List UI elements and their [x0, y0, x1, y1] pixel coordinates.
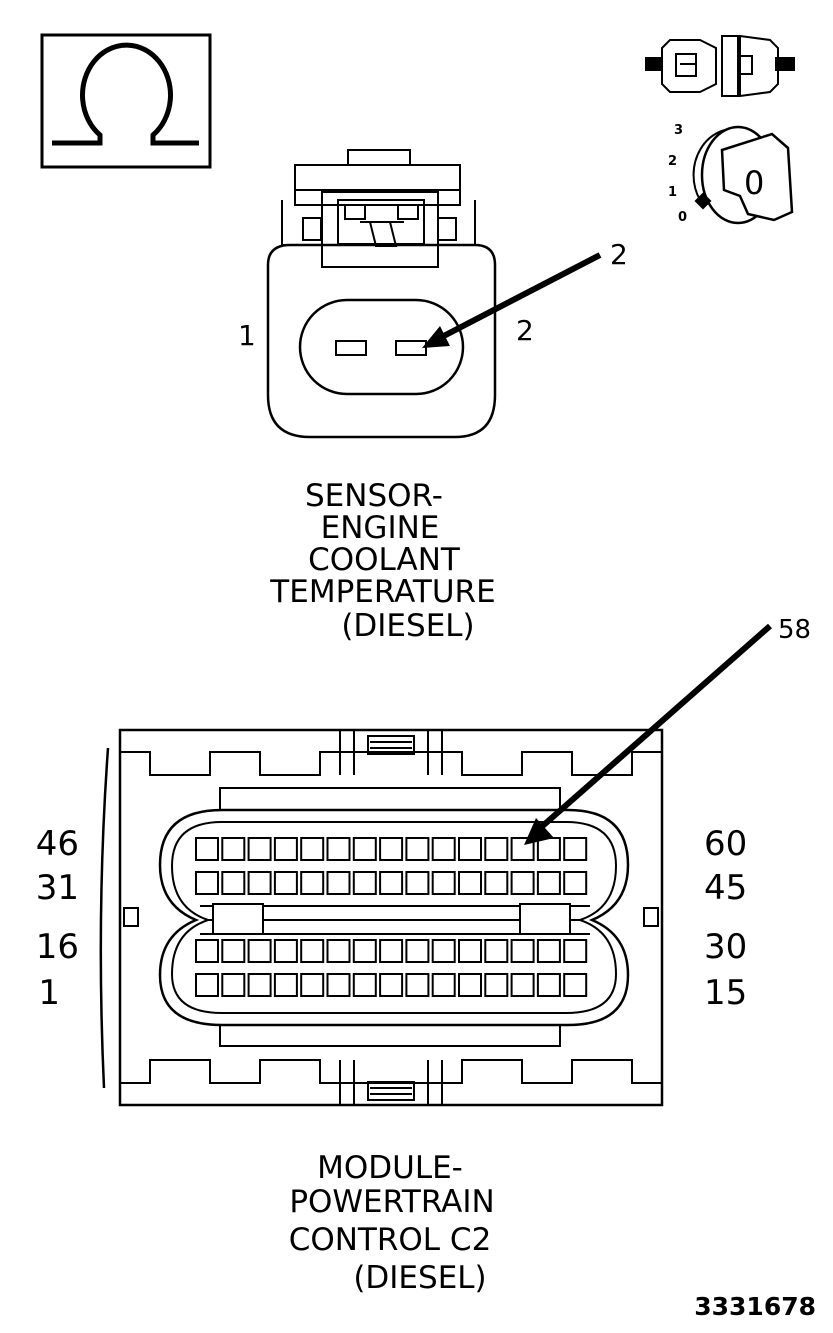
pcm-pin-cavity: [273, 973, 298, 997]
pcm-pin-cavity: [195, 871, 219, 895]
pcm-pin-cavity: [405, 871, 430, 895]
pcm-pin-cavity: [221, 973, 246, 997]
sensor-pin-2-label: 2: [516, 314, 534, 347]
pcm-pin-cavity: [273, 871, 298, 895]
pcm-pin-cavity: [352, 837, 377, 861]
pcm-pin-cavity: [221, 939, 246, 963]
pcm-pin-cavity: [273, 939, 298, 963]
pcm-pin-cavity: [352, 939, 377, 963]
pcm-caption-line-1: MODULE-: [317, 1150, 463, 1186]
pcm-caption-line-3: CONTROL C2: [289, 1222, 492, 1258]
pcm-pin-cavity: [405, 837, 430, 861]
pcm-pin-cavity: [510, 939, 535, 963]
pcm-pin-cavity: [484, 939, 509, 963]
pcm-pin-cavity: [379, 973, 404, 997]
key-position-3: 3: [674, 123, 683, 138]
pcm-pin-cavity: [326, 939, 351, 963]
pcm-pin-cavity: [379, 939, 404, 963]
pcm-row-label-left-46: 46: [36, 824, 79, 864]
pcm-pin-cavity: [563, 939, 588, 963]
sensor-connector: [266, 149, 497, 439]
pcm-pin-cavity: [195, 837, 219, 861]
pcm-pin-cavity: [352, 973, 377, 997]
pcm-pin-cavity: [484, 973, 509, 997]
pcm-pin-cavity: [300, 837, 325, 861]
pcm-pin-cavity: [247, 871, 272, 895]
pcm-pin-cavity: [273, 837, 298, 861]
pcm-pin-cavity: [484, 837, 509, 861]
figure-number: 3331678: [694, 1292, 816, 1321]
pcm-pin-cavity: [352, 871, 377, 895]
pcm-callout-arrowhead: [524, 818, 554, 845]
pcm-caption-line-4: (DIESEL): [353, 1260, 486, 1296]
pcm-pin-cavity: [221, 871, 246, 895]
pcm-pin-cavity: [458, 973, 482, 997]
pcm-pin-cavity: [247, 939, 272, 963]
key-label: 0: [744, 164, 764, 202]
sensor-callout-arrow: [434, 252, 602, 343]
pcm-pin-cavity: [300, 973, 325, 997]
pcm-pin-cavity: [563, 837, 588, 861]
pcm-callout-label: 58: [778, 615, 811, 645]
pcm-pin-cavity: [326, 837, 351, 861]
pcm-pin-cavity: [221, 837, 246, 861]
pcm-pin-cavity: [195, 939, 219, 963]
ohmmeter-icon: [40, 33, 212, 169]
pcm-pin-cavity: [536, 973, 561, 997]
pcm-pin-cavity: [300, 939, 325, 963]
key-position-1: 1: [668, 185, 677, 200]
key-position-0: 0: [678, 210, 687, 225]
pcm-pin-cavity: [510, 871, 535, 895]
sensor-pin-1-label: 1: [238, 319, 256, 352]
sensor-callout-label: 2: [610, 238, 628, 271]
pcm-pin-cavity: [326, 973, 351, 997]
pcm-callout-arrow: [536, 623, 772, 833]
pcm-pin-cavity: [431, 871, 456, 895]
ignition-key-icon: 3 2 1 0 0: [668, 123, 794, 225]
pcm-row-label-right-60: 60: [704, 824, 747, 864]
pcm-pin-cavity: [247, 837, 272, 861]
sensor-caption-line-2: ENGINE: [321, 510, 440, 546]
pcm-row-label-right-15: 15: [704, 973, 747, 1013]
pcm-pin-cavity: [247, 973, 272, 997]
sensor-caption-line-5: (DIESEL): [341, 608, 474, 644]
pcm-pin-cavity: [300, 871, 325, 895]
pcm-pin-cavity: [379, 837, 404, 861]
pcm-pin-cavity: [563, 871, 588, 895]
pcm-pin-grid: [195, 837, 588, 997]
pcm-row-label-left-1: 1: [38, 973, 60, 1013]
sensor-callout-arrowhead: [422, 326, 450, 348]
pcm-pin-cavity: [379, 871, 404, 895]
pcm-pin-cavity: [431, 939, 456, 963]
disconnect-connector-icon: [645, 34, 795, 98]
pcm-pin-cavity: [405, 973, 430, 997]
pcm-pin-cavity: [326, 871, 351, 895]
pcm-pin-cavity: [536, 939, 561, 963]
sensor-caption-line-1: SENSOR-: [305, 478, 443, 514]
pcm-pin-cavity: [563, 973, 588, 997]
pcm-pin-cavity: [195, 973, 219, 997]
pcm-row-label-right-45: 45: [704, 868, 747, 908]
sensor-caption-line-4: TEMPERATURE: [269, 574, 495, 610]
pcm-pin-cavity: [458, 837, 482, 861]
key-position-2: 2: [668, 154, 677, 169]
pcm-pin-cavity: [431, 973, 456, 997]
pcm-pin-cavity: [458, 939, 482, 963]
pcm-pin-cavity: [536, 837, 561, 861]
pcm-connector: [99, 728, 664, 1107]
pcm-row-label-right-30: 30: [704, 927, 747, 967]
pcm-pin-cavity: [536, 871, 561, 895]
pcm-pin-cavity: [510, 973, 535, 997]
pcm-pin-cavity: [458, 871, 482, 895]
pcm-pin-cavity: [405, 939, 430, 963]
pcm-caption-line-2: POWERTRAIN: [289, 1184, 494, 1220]
pcm-row-label-left-16: 16: [36, 927, 79, 967]
pcm-row-label-left-31: 31: [36, 868, 79, 908]
pcm-pin-cavity: [484, 871, 509, 895]
pcm-pin-cavity: [431, 837, 456, 861]
sensor-caption-line-3: COOLANT: [308, 542, 461, 578]
